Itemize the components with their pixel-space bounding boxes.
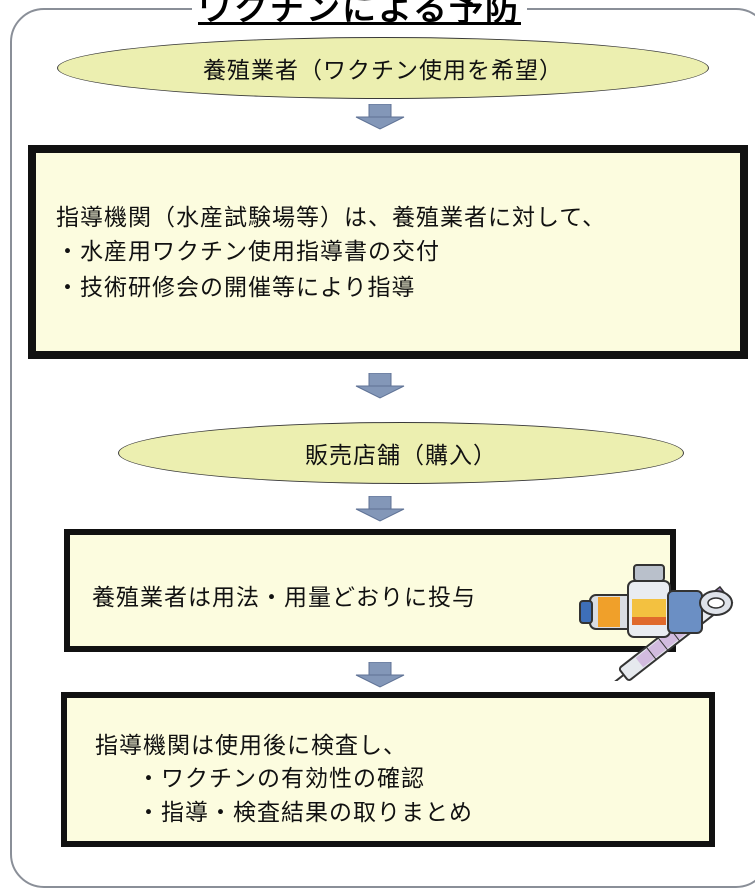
down-arrow-icon (355, 496, 405, 522)
inspection-intro-text: 指導機関は使用後に検査し、 (95, 733, 407, 759)
step-farmer-request-label: 養殖業者（ワクチン使用を希望） (203, 58, 563, 84)
down-arrow-icon (355, 662, 405, 688)
down-arrow-icon (355, 373, 405, 399)
diagram-frame: ワクチンによる予防 (10, 0, 755, 888)
vaccine-illustration-icon (579, 564, 734, 681)
administration-text: 養殖業者は用法・用量どおりに投与 (92, 585, 476, 611)
inspection-item-summary: ・指導・検査結果の取りまとめ (137, 800, 473, 826)
step-inspection-box: 指導機関は使用後に検査し、 ・ワクチンの有効性の確認 ・指導・検査結果の取りまと… (61, 692, 715, 847)
step-retail-purchase: 販売店舗（購入） (118, 422, 684, 484)
step-guidance-box: 指導機関（水産試験場等）は、養殖業者に対して、 ・水産用ワクチン使用指導書の交付… (28, 145, 748, 359)
step-retail-purchase-label: 販売店舗（購入） (305, 443, 497, 469)
step-administration-box: 養殖業者は用法・用量どおりに投与 (64, 529, 676, 652)
diagram-title: ワクチンによる予防 (192, 0, 527, 30)
inspection-item-efficacy: ・ワクチンの有効性の確認 (137, 766, 425, 792)
step-farmer-request: 養殖業者（ワクチン使用を希望） (57, 37, 709, 99)
guidance-intro-text: 指導機関（水産試験場等）は、養殖業者に対して、 (56, 205, 607, 231)
down-arrow-icon (355, 104, 405, 130)
guidance-item-training: ・技術研修会の開催等により指導 (56, 275, 416, 301)
guidance-item-manual: ・水産用ワクチン使用指導書の交付 (56, 239, 440, 265)
